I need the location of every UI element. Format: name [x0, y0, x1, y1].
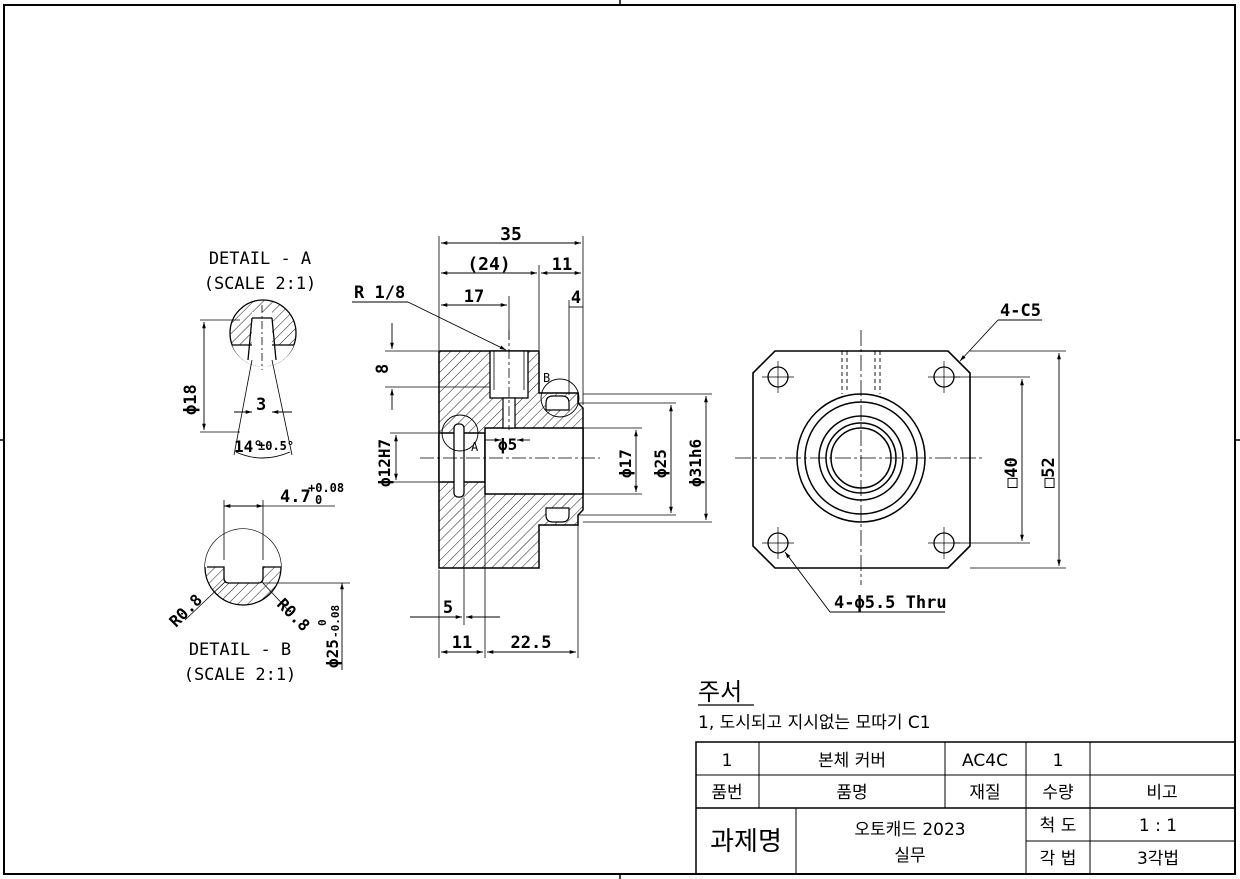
dim-4: 4	[571, 288, 581, 308]
dim-square-52: □52	[1039, 457, 1059, 488]
dim-17: 17	[464, 287, 484, 307]
project-label: 과제명	[710, 827, 782, 857]
dim-bore-h7: ϕ12H7	[375, 439, 394, 487]
detail-a-angle-tol: ±0.5°	[258, 439, 294, 453]
dim-22-5: 22.5	[511, 633, 552, 653]
project-line1: 오토캐드 2023	[854, 820, 965, 840]
detail-a: DETAIL - A (SCALE 2:1) ϕ18 3 14° ±0.5°	[181, 249, 317, 459]
header-name: 품명	[836, 783, 867, 803]
dim-hole-5: ϕ5	[498, 435, 517, 454]
chamfer-label: 4-C5	[1000, 301, 1041, 321]
dim-17-dia: ϕ17	[616, 449, 635, 478]
detail-b-radius-left: R0.8	[165, 590, 206, 631]
dim-31-dia: ϕ31h6	[686, 439, 705, 487]
dim-5: 5	[443, 598, 453, 618]
header-material: 재질	[969, 783, 1000, 803]
detail-b-dia-tol-upper: 0	[316, 619, 329, 626]
detail-b-dia: ϕ25	[323, 639, 342, 668]
detail-b-width: 4.7	[280, 487, 311, 507]
detail-b: 4.7 +0.08 0 R0.8 R0.8 ϕ25 0 -0.08 DETAIL…	[165, 481, 350, 685]
dim-11-top: 11	[552, 255, 572, 275]
projection-label: 각 법	[1040, 849, 1077, 869]
section-view: A B 35 (24) 11 17 4 R 1/8 8 ϕ12H7	[352, 224, 712, 658]
notes-heading: 주서	[698, 678, 742, 706]
scale-value: 1 : 1	[1139, 816, 1177, 836]
detail-b-tol-upper: +0.08	[308, 481, 344, 495]
row1-qty: 1	[1053, 751, 1064, 771]
dim-8: 8	[373, 364, 393, 374]
header-qty: 수량	[1042, 783, 1074, 803]
thread-label: R 1/8	[354, 283, 405, 303]
detail-a-scale: (SCALE 2:1)	[204, 274, 317, 294]
detail-b-radius-right: R0.8	[273, 594, 314, 635]
row1-name: 본체 커버	[818, 751, 886, 771]
notes-line1: 1, 도시되고 지시없는 모따기 C1	[698, 713, 931, 733]
detail-a-dia: ϕ18	[181, 384, 201, 415]
detail-a-title: DETAIL - A	[209, 249, 311, 269]
title-block: 1 본체 커버 AC4C 1 품번 품명 재질 수량 비고 과제명 오토캐드 2…	[695, 741, 1236, 875]
detail-a-width: 3	[256, 395, 266, 415]
notes: 주서 1, 도시되고 지시없는 모따기 C1	[698, 678, 931, 733]
dim-square-40: □40	[1002, 457, 1022, 488]
row1-material: AC4C	[962, 751, 1008, 771]
detail-b-title: DETAIL - B	[189, 640, 291, 660]
holes-label: 4-ϕ5.5 Thru	[834, 593, 947, 613]
detail-b-dia-tol-lower: -0.08	[329, 605, 342, 638]
dim-35: 35	[500, 224, 522, 245]
dim-25-dia: ϕ25	[651, 449, 670, 478]
dim-24-ref: (24)	[467, 254, 510, 275]
projection-value: 3각법	[1137, 849, 1179, 869]
detail-b-tol-lower: 0	[315, 493, 322, 507]
header-remark: 비고	[1146, 783, 1177, 803]
row1-no: 1	[722, 751, 733, 771]
scale-label: 척 도	[1040, 816, 1077, 836]
dim-11-bottom: 11	[452, 633, 472, 653]
marker-b: B	[543, 371, 550, 385]
detail-a-angle: 14°	[234, 437, 263, 456]
marker-a: A	[471, 440, 479, 454]
front-view: 4-C5 4-ϕ5.5 Thru □40 □52	[735, 301, 1066, 613]
header-no: 품번	[711, 783, 742, 803]
project-line2: 실무	[894, 846, 925, 866]
detail-b-scale: (SCALE 2:1)	[184, 665, 297, 685]
